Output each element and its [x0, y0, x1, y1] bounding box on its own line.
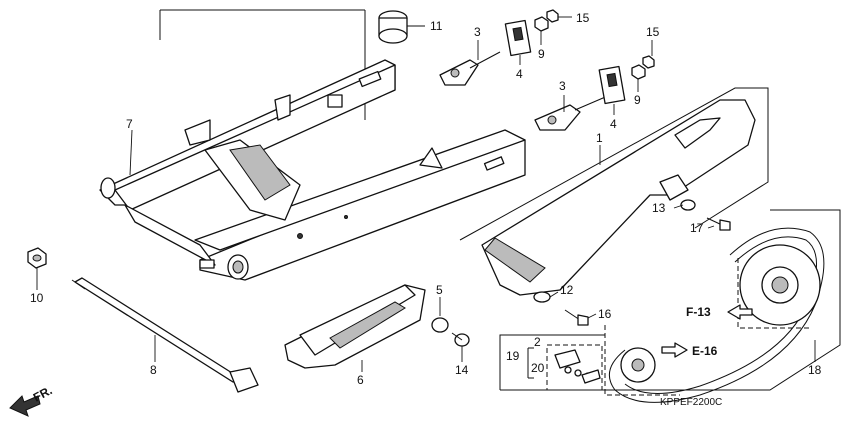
reference-f13: F-13: [686, 305, 711, 319]
leader-lines: [36, 16, 816, 372]
nut-15-upper: [546, 9, 559, 23]
chain-slider: [284, 284, 426, 369]
callout-13: 13: [652, 201, 666, 215]
callout-7: 7: [126, 117, 133, 131]
adjuster-block-upper: [504, 19, 532, 57]
rear-axle: [71, 277, 259, 393]
e16-reference-arrow: [661, 342, 688, 358]
front-sprocket-dashed-region: [604, 325, 680, 396]
callout-11: 11: [430, 19, 443, 33]
collar-5: [431, 317, 449, 333]
front-arrow: [9, 395, 41, 417]
drive-sprocket: [620, 347, 656, 383]
callout-2: 2: [534, 335, 541, 349]
chain-adjuster-upper: [439, 51, 501, 86]
outer-bottom-frame: [500, 209, 841, 391]
callout-12: 12: [560, 283, 574, 297]
callout-9-lower: 9: [634, 93, 641, 107]
callout-4-upper: 4: [516, 67, 523, 81]
chain-joint-kit: [546, 344, 603, 391]
callout-9-upper: 9: [538, 47, 545, 61]
f13-reference-arrow: [727, 304, 753, 320]
drive-chain-case: [481, 99, 756, 296]
nut-15-lower: [642, 55, 655, 69]
callout-6: 6: [357, 373, 364, 387]
screw-14: [451, 332, 470, 347]
callout-4-lower: 4: [610, 117, 617, 131]
callout-10: 10: [30, 291, 44, 305]
axle-nut: [27, 247, 47, 269]
callout-3-lower: 3: [559, 79, 566, 93]
callout-19: 19: [506, 349, 520, 363]
chain-adjuster-lower: [534, 94, 611, 131]
callout-3-upper: 3: [474, 25, 481, 39]
diagram-code: KPPEF2200C: [660, 397, 722, 408]
collar: [378, 10, 408, 44]
callout-17: 17: [690, 221, 704, 235]
grommet-12: [533, 291, 551, 303]
adjuster-block-lower: [598, 65, 626, 105]
callout-5: 5: [436, 283, 443, 297]
callout-20: 20: [531, 361, 545, 375]
swingarm: [99, 59, 526, 281]
callout-14: 14: [455, 363, 469, 377]
callout-18: 18: [808, 363, 822, 377]
chain-kit-bracket: [499, 334, 605, 390]
nut-9-upper: [534, 16, 549, 32]
chain-case-frame: [459, 87, 769, 241]
grommet-13: [680, 199, 696, 211]
callout-15-upper: 15: [576, 11, 590, 25]
callout-16: 16: [598, 307, 612, 321]
callout-8: 8: [150, 363, 157, 377]
callout-1: 1: [596, 131, 603, 145]
drive-chain: [608, 227, 825, 403]
nut-9-lower: [631, 64, 646, 80]
callout-15-lower: 15: [646, 25, 660, 39]
reference-e16: E-16: [692, 344, 718, 358]
bolt-16: [564, 309, 589, 326]
bolt-17: [706, 217, 731, 231]
